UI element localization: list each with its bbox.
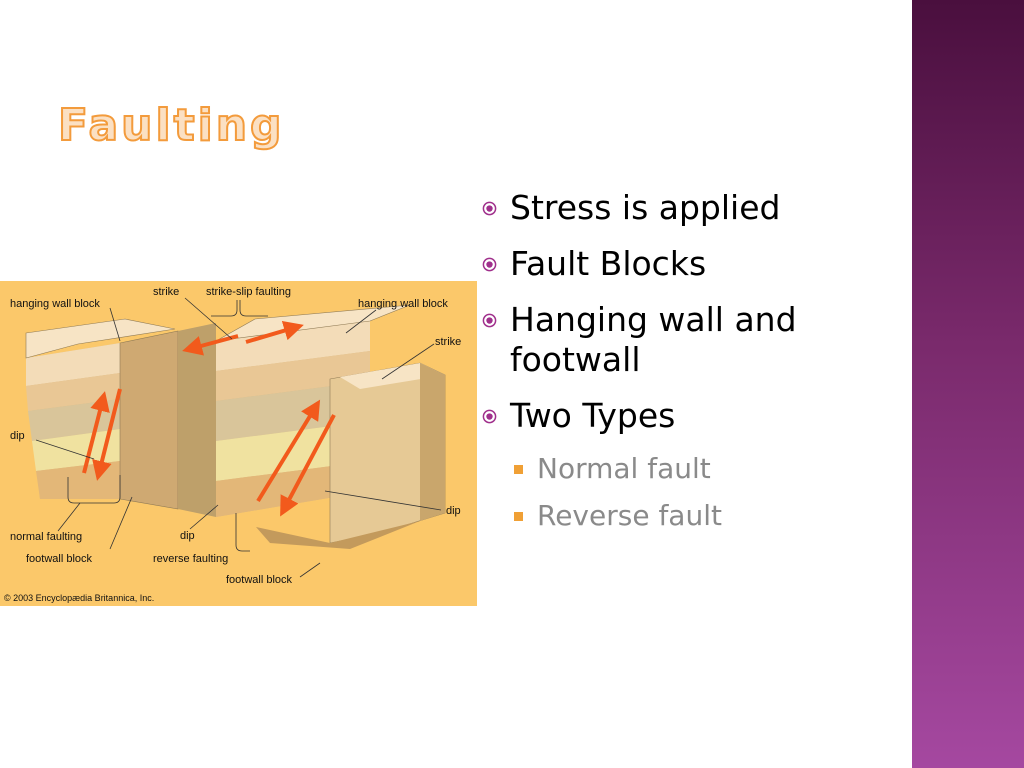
bullet-text: Two Types bbox=[510, 396, 676, 435]
target-bullet-icon bbox=[482, 409, 497, 424]
label-footwall-left: footwall block bbox=[26, 553, 93, 565]
sub-bullet-text: Reverse fault bbox=[537, 499, 722, 532]
label-dip-left: dip bbox=[10, 430, 25, 442]
decorative-sidebar bbox=[912, 0, 1024, 768]
label-normal-faulting: normal faulting bbox=[10, 531, 82, 543]
label-dip-center: dip bbox=[180, 530, 195, 542]
label-strike-slip: strike-slip faulting bbox=[206, 286, 291, 298]
label-strike-top: strike bbox=[153, 286, 179, 298]
bullet-item: Hanging wall and footwall bbox=[480, 300, 900, 380]
square-bullet-icon bbox=[514, 465, 523, 474]
figure-copyright: © 2003 Encyclopædia Britannica, Inc. bbox=[4, 593, 154, 603]
leader-lines bbox=[35, 297, 442, 578]
slide-title: Faulting bbox=[57, 100, 285, 151]
target-bullet-icon bbox=[482, 201, 497, 216]
right-fault-block bbox=[215, 304, 446, 549]
label-footwall-right: footwall block bbox=[226, 574, 293, 586]
fault-diagram: hanging wall block strike strike-slip fa… bbox=[0, 281, 477, 606]
bullet-text: Fault Blocks bbox=[510, 244, 707, 283]
target-bullet-icon bbox=[482, 257, 497, 272]
target-bullet-icon bbox=[482, 313, 497, 328]
label-reverse-faulting: reverse faulting bbox=[153, 553, 228, 565]
square-bullet-icon bbox=[514, 512, 523, 521]
label-hanging-wall-right: hanging wall block bbox=[358, 298, 448, 310]
bullet-text: Stress is applied bbox=[510, 188, 781, 227]
bullet-text: Hanging wall and footwall bbox=[510, 300, 797, 379]
bullet-list: Stress is applied Fault Blocks Hanging w… bbox=[480, 188, 900, 546]
bullet-item: Stress is applied bbox=[480, 188, 900, 228]
sub-bullet-item: Reverse fault bbox=[480, 499, 900, 533]
bullet-item: Two Types bbox=[480, 396, 900, 436]
label-dip-right: dip bbox=[446, 505, 461, 517]
label-strike-right: strike bbox=[435, 336, 461, 348]
label-hanging-wall-left: hanging wall block bbox=[10, 298, 100, 310]
sub-bullet-text: Normal fault bbox=[537, 452, 711, 485]
bullet-item: Fault Blocks bbox=[480, 244, 900, 284]
sub-bullet-item: Normal fault bbox=[480, 452, 900, 486]
motion-arrows bbox=[82, 320, 336, 517]
